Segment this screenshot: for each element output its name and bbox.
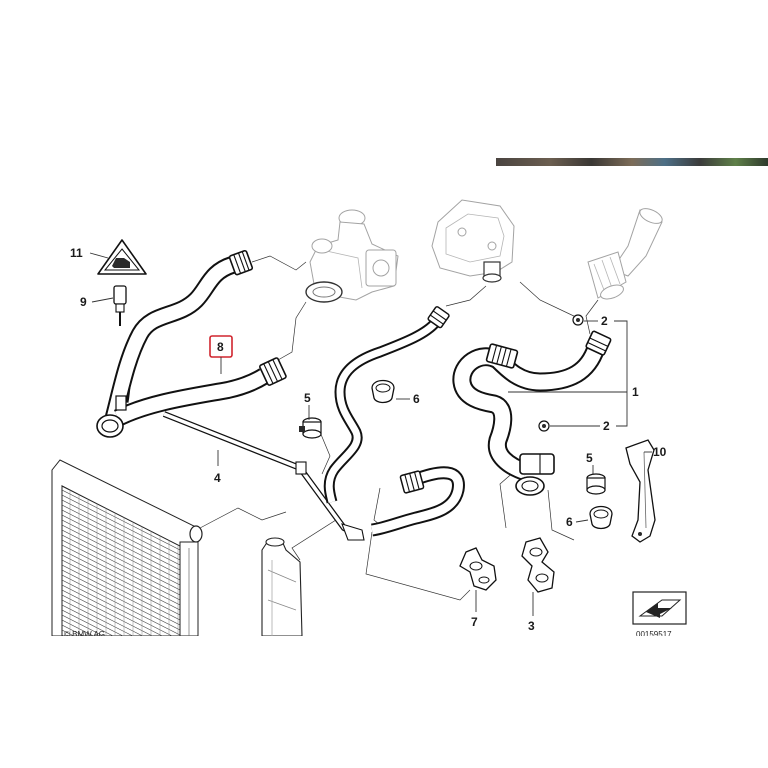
radiator-fin-line — [62, 624, 180, 636]
orientation-arrow-icon — [632, 591, 687, 625]
radiator-fin-line — [62, 634, 180, 636]
radiator-fin-line — [62, 569, 180, 631]
callout-2-upper: 2 — [601, 314, 608, 328]
radiator-fin-line — [62, 559, 180, 621]
expansion-tank — [261, 537, 303, 636]
callout-8: 8 — [217, 340, 224, 354]
radiator-fin-line — [62, 494, 180, 556]
pipe-fitting-ghost — [587, 208, 663, 300]
radiator-fin-line — [62, 584, 180, 636]
callout-2-lower: 2 — [603, 419, 610, 433]
callout-5-mid: 5 — [304, 391, 311, 405]
radiator-fin-line — [62, 529, 180, 591]
radiator-fin-line — [62, 544, 180, 606]
radiator-fin-line — [62, 509, 180, 571]
radiator-outlet-connector — [189, 525, 203, 543]
callout-1: 1 — [632, 385, 639, 399]
callout-6-right: 6 — [566, 515, 573, 529]
radiator-fin-line — [62, 629, 180, 636]
engine-block-ghost — [431, 199, 515, 283]
expanding-rivet — [299, 417, 322, 439]
hose-clip-ring — [371, 379, 395, 404]
radiator-fin-line — [62, 564, 180, 626]
callout-6-mid: 6 — [413, 392, 420, 406]
hose-tank-line — [372, 471, 458, 530]
hose-connector — [399, 470, 425, 494]
radiator-fin-line — [62, 579, 180, 636]
hose-bleed-line — [329, 306, 450, 502]
callout-11: 11 — [70, 246, 83, 260]
radiator-fin-line — [62, 609, 180, 636]
hose-connector — [427, 306, 450, 329]
radiator-fin-line — [62, 514, 180, 576]
hose-connector — [585, 330, 612, 356]
callout-7: 7 — [471, 615, 478, 629]
callout-10: 10 — [653, 445, 667, 459]
photo-strip — [496, 158, 768, 166]
radiator-fin-line — [62, 554, 180, 616]
callout-4: 4 — [214, 471, 221, 485]
hose-clamp-small — [572, 314, 584, 326]
callouts: 11 9 8 5 6 2 1 2 4 10 5 6 — [70, 246, 667, 633]
radiator-fin-line — [62, 534, 180, 596]
callout-3: 3 — [528, 619, 535, 633]
callout-5-right: 5 — [586, 451, 593, 465]
radiator-fin-line — [62, 519, 180, 581]
temperature-sensor — [113, 285, 127, 326]
reference-number: 00159517 — [636, 630, 672, 639]
hose-lower-radiator — [462, 330, 612, 496]
hose-clamp-small — [538, 420, 550, 432]
hose-clamp-fitting — [515, 453, 555, 496]
radiator-fin-line — [62, 619, 180, 636]
radiator-fin-line — [62, 594, 180, 636]
radiator — [51, 459, 203, 700]
double-hose-clip — [459, 547, 497, 591]
radiator-fin-line — [62, 489, 180, 551]
hose-bracket — [625, 439, 656, 543]
warning-label-triangle — [97, 239, 147, 275]
hose-connector — [228, 249, 254, 276]
hose-connector — [259, 357, 287, 386]
hose-holder-clip — [521, 537, 555, 593]
support-bar — [162, 411, 365, 541]
radiator-core — [61, 485, 181, 636]
radiator-fin-line — [62, 589, 180, 636]
radiator-fin-line — [62, 604, 180, 636]
radiator-fin-line — [62, 539, 180, 601]
thermostat-housing-ghost — [305, 209, 399, 303]
hose-connector — [485, 343, 519, 369]
radiator-fins — [62, 486, 180, 700]
radiator-fin-line — [62, 614, 180, 636]
radiator-fin-line — [62, 524, 180, 586]
expanding-rivet — [586, 473, 606, 495]
hose-clip-ring — [589, 505, 613, 530]
relation-lines — [199, 255, 599, 601]
callout-9: 9 — [80, 295, 87, 309]
radiator-inlet-fitting — [96, 395, 127, 438]
radiator-fin-line — [62, 574, 180, 636]
radiator-fin-line — [62, 499, 180, 561]
radiator-fin-line — [62, 599, 180, 636]
radiator-fin-line — [62, 640, 180, 700]
radiator-fin-line — [62, 504, 180, 566]
hose-upper-radiator — [96, 249, 287, 438]
radiator-fin-line — [62, 549, 180, 611]
copyright-text: © BMW AG — [64, 630, 105, 639]
